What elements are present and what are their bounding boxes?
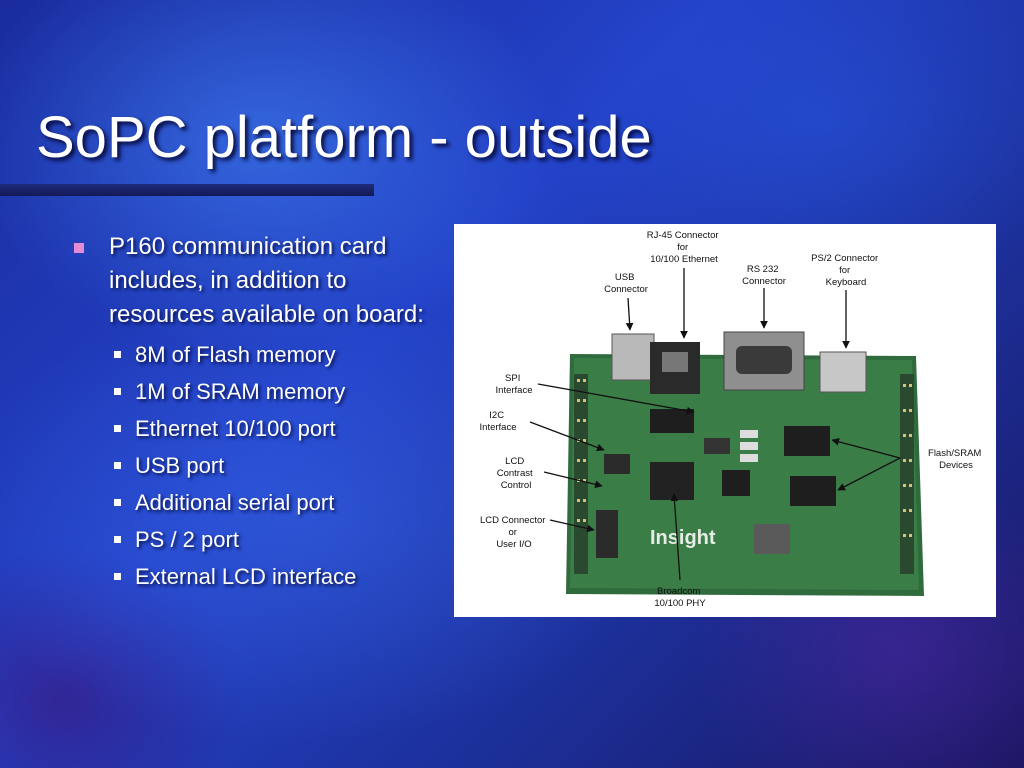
label-usb: USB Connector (604, 272, 648, 295)
label-flash-sram: Flash/SRAM Devices (928, 448, 984, 471)
sub-bullet-lcd: External LCD interface (109, 558, 447, 595)
title-underline-bar (0, 184, 374, 196)
sub-bullet-serial: Additional serial port (109, 484, 447, 521)
main-bullet: P160 communication card includes, in add… (72, 230, 447, 595)
sub-bullet-ps2: PS / 2 port (109, 521, 447, 558)
board-diagram: Insight RJ-45 Connector for 10/100 Ether… (480, 230, 984, 609)
label-lcd-contrast: LCD Contrast Control (497, 456, 536, 491)
label-ps2: PS/2 Connector for Keyboard (811, 253, 881, 288)
label-rs232: RS 232 Connector (742, 264, 786, 287)
main-bullet-text: P160 communication card includes, in add… (109, 233, 424, 328)
sub-bullet-usb: USB port (109, 447, 447, 484)
pcb-board: Insight (566, 331, 924, 596)
board-logo: Insight (650, 527, 716, 549)
label-rj45: RJ-45 Connector for 10/100 Ethernet (647, 230, 721, 265)
label-lcd-connector: LCD Connector or User I/O (480, 515, 548, 550)
sub-bullet-ethernet: Ethernet 10/100 port (109, 410, 447, 447)
label-i2c: I2C Interface (480, 410, 517, 433)
board-photo-figure: Insight RJ-45 Connector for 10/100 Ether… (454, 224, 996, 617)
label-spi: SPI Interface (496, 373, 533, 396)
sub-bullet-flash: 8M of Flash memory (109, 336, 447, 373)
slide-title: SoPC platform - outside (36, 105, 652, 170)
label-broadcom: Broadcom 10/100 PHY (654, 586, 706, 609)
callout-arrows (529, 268, 901, 581)
sub-bullet-sram: 1M of SRAM memory (109, 373, 447, 410)
sub-bullet-list: 8M of Flash memory 1M of SRAM memory Eth… (109, 336, 447, 595)
bullet-list: P160 communication card includes, in add… (72, 230, 447, 595)
